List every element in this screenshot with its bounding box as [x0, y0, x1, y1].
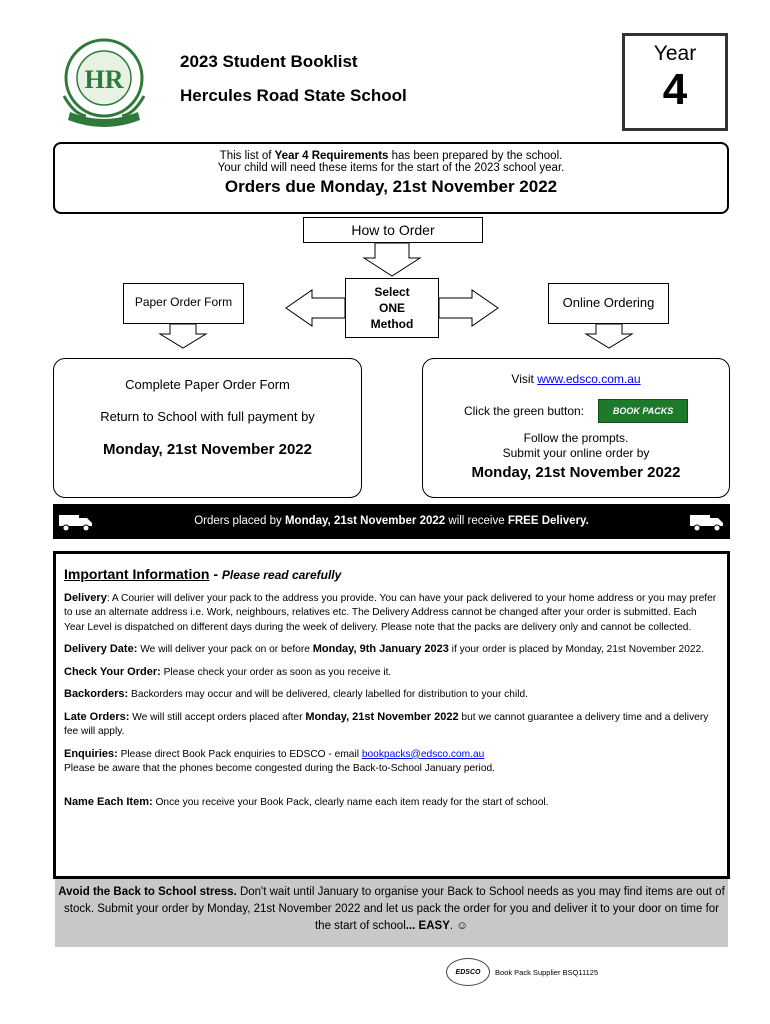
- bookpacks-email-link[interactable]: bookpacks@edsco.com.au: [361, 748, 485, 760]
- select-one-method: Select ONE Method: [345, 278, 439, 338]
- free-delivery-banner: Orders placed by Monday, 21st November 2…: [53, 504, 730, 539]
- backorders-info: Backorders: Backorders may occur and wil…: [64, 688, 528, 700]
- edsco-logo: EDSCO: [446, 958, 490, 986]
- year-box: Year 4: [622, 33, 728, 131]
- online-deadline: Monday, 21st November 2022: [471, 464, 681, 481]
- delivery-info: Delivery: A Courier will deliver your pa…: [64, 591, 717, 633]
- svg-text:HR: HR: [85, 65, 124, 94]
- intro-line-2: Your child will need these items for the…: [217, 162, 565, 174]
- school-logo: HR: [62, 38, 146, 127]
- check-order-info: Check Your Order: Please check your orde…: [64, 665, 392, 678]
- year-label: Year: [653, 42, 697, 65]
- enquiries-info: Enquiries: Please direct Book Pack enqui…: [64, 747, 495, 775]
- intro-box: This list of Year 4 Requirements has bee…: [53, 142, 729, 214]
- intro-line-1: This list of Year 4 Requirements has bee…: [219, 150, 563, 162]
- year-number: 4: [662, 65, 688, 114]
- paper-order-form-label: Paper Order Form: [123, 283, 244, 324]
- paper-step-1: Complete Paper Order Form: [125, 377, 290, 392]
- footer: EDSCO Book Pack Supplier BSQ11125: [446, 958, 598, 986]
- truck-icon: [690, 515, 723, 532]
- orders-due: Orders due Monday, 21st November 2022: [224, 177, 558, 196]
- paper-step-2: Return to School with full payment by: [100, 409, 315, 424]
- important-heading: Important Information - Please read care…: [64, 566, 342, 582]
- delivery-date-info: Delivery Date: We will deliver your pack…: [64, 643, 705, 655]
- edsco-link[interactable]: www.edsco.com.au: [537, 372, 641, 386]
- online-ordering-label: Online Ordering: [548, 283, 669, 324]
- truck-icon: [59, 515, 92, 532]
- important-information: Important Information - Please read care…: [53, 551, 730, 879]
- booklist-title: 2023 Student Booklist: [180, 52, 358, 71]
- visit-line: Visit www.edsco.com.au: [511, 372, 641, 386]
- online-order-panel: Visit www.edsco.com.au Click the green b…: [422, 358, 730, 498]
- supplier-text: Book Pack Supplier BSQ11125: [495, 967, 599, 977]
- paper-deadline: Monday, 21st November 2022: [103, 441, 312, 458]
- book-packs-button[interactable]: BOOK PACKS: [598, 399, 689, 423]
- online-prompts: Follow the prompts. Submit your online o…: [502, 431, 650, 460]
- back-to-school-note: Avoid the Back to School stress. Don't w…: [55, 879, 728, 947]
- late-orders-info: Late Orders: We will still accept orders…: [64, 710, 709, 738]
- name-item-info: Name Each Item: Once you receive your Bo…: [64, 795, 549, 808]
- paper-order-panel: Complete Paper Order Form Return to Scho…: [53, 358, 362, 498]
- green-button-line: Click the green button: BOOK PACKS: [423, 399, 729, 423]
- how-to-order: How to Order: [303, 217, 483, 243]
- school-name: Hercules Road State School: [180, 86, 407, 105]
